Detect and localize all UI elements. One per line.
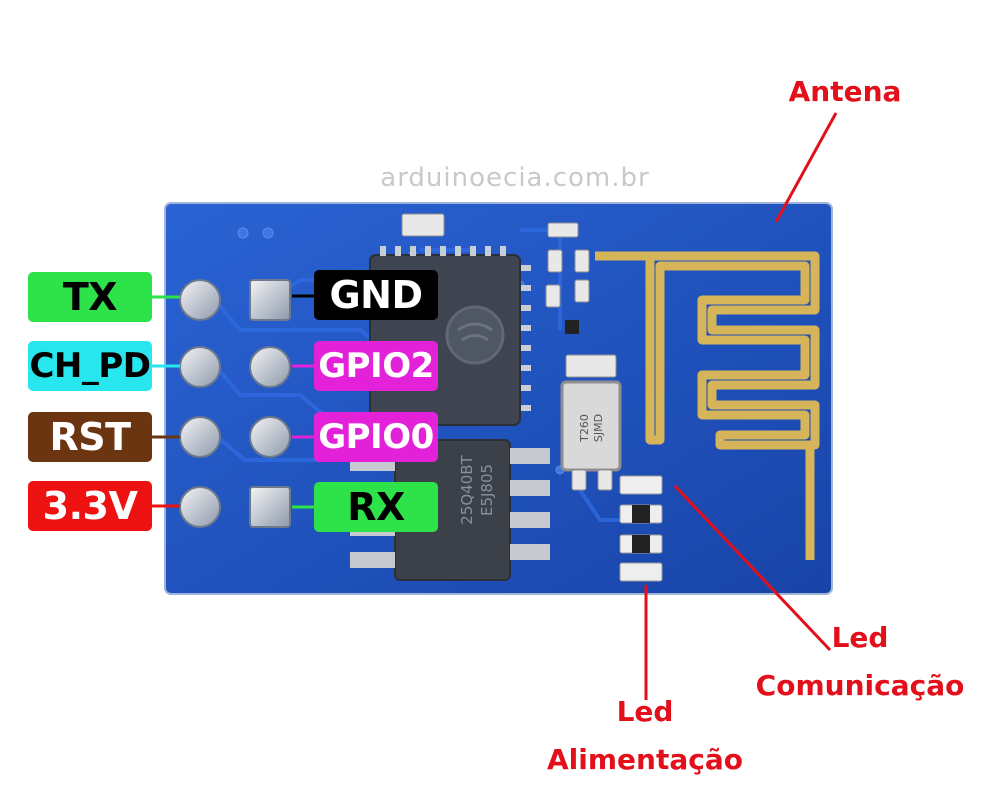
callout-led-alimentacao: Led Alimentação bbox=[530, 688, 760, 784]
flash-chip-marking-1: 25Q40BT bbox=[458, 454, 476, 524]
pin-label-gnd: GND bbox=[314, 270, 438, 320]
pin-label-gpio0: GPIO0 bbox=[314, 412, 438, 462]
led-comunicacao-pointer bbox=[673, 484, 832, 652]
callout-led-comunicacao-line2: Comunicação bbox=[755, 669, 965, 702]
callout-led-alimentacao-line1: Led bbox=[616, 695, 674, 728]
pin-label-tx: TX bbox=[28, 272, 152, 322]
pin-label-gpio2: GPIO2 bbox=[314, 341, 438, 391]
pcb-antenna-trace bbox=[645, 251, 820, 450]
callout-led-comunicacao-line1: Led bbox=[831, 621, 889, 654]
led-components bbox=[619, 475, 663, 582]
antena-pointer bbox=[774, 112, 838, 223]
pin-label-rst: RST bbox=[28, 412, 152, 462]
callout-antena: Antena bbox=[788, 75, 902, 108]
crystal-marking-2: SJMD bbox=[592, 414, 605, 442]
pin-label-rx: RX bbox=[314, 482, 438, 532]
watermark-text: arduinoecia.com.br bbox=[380, 163, 650, 193]
smd-components bbox=[401, 213, 617, 491]
flash-chip-marking-2: E5J805 bbox=[478, 464, 496, 516]
callout-led-alimentacao-line2: Alimentação bbox=[547, 743, 743, 776]
crystal-marking-1: T260 bbox=[578, 414, 591, 443]
pin-label-3v3: 3.3V bbox=[28, 481, 152, 531]
pin-label-ch-pd: CH_PD bbox=[28, 341, 152, 391]
pin-header bbox=[179, 279, 291, 528]
callout-led-comunicacao: Led Comunicação bbox=[740, 614, 980, 710]
crystal-oscillator bbox=[560, 380, 622, 472]
